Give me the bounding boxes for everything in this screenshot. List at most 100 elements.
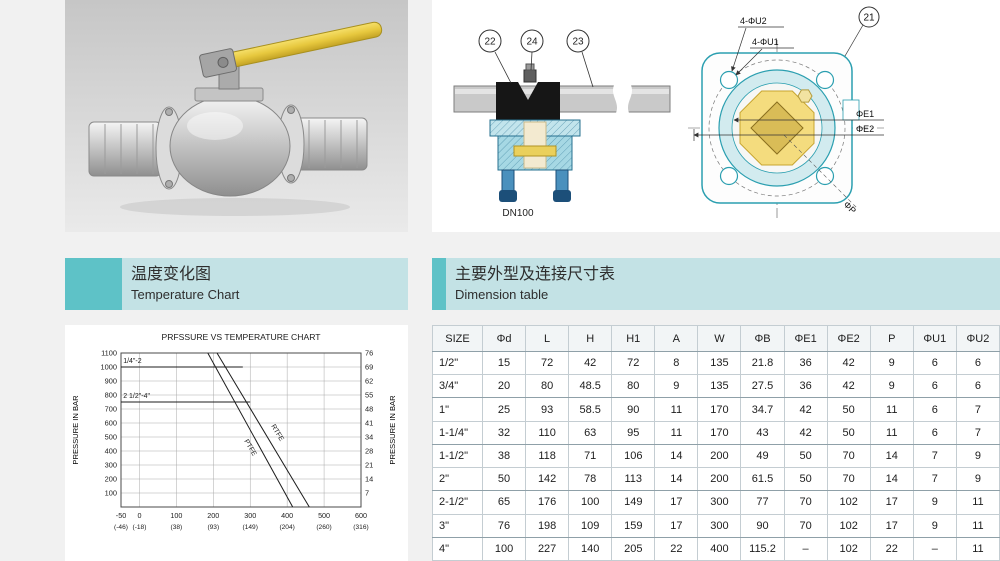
- value-cell: 90: [740, 513, 785, 538]
- value-cell: 49: [740, 443, 785, 469]
- column-header: SIZE: [432, 325, 483, 352]
- value-cell: 76: [481, 513, 527, 538]
- size-cell: 2-1/2": [432, 490, 483, 515]
- value-cell: 109: [568, 513, 613, 538]
- value-cell: 61.5: [740, 467, 785, 492]
- value-cell: 50: [481, 467, 527, 492]
- column-header: ΦE1: [783, 325, 828, 352]
- chart-series: [207, 352, 294, 508]
- product-photo: [65, 0, 408, 232]
- y-tick-left: 1000: [101, 363, 117, 372]
- column-header: ΦE2: [826, 325, 871, 352]
- valve-left-port: [88, 121, 162, 177]
- value-cell: 135: [697, 350, 742, 376]
- value-cell: 6: [912, 350, 957, 376]
- y-tick-left: 1100: [101, 349, 117, 358]
- value-cell: 9: [912, 513, 957, 538]
- size-cell: 3/4": [432, 374, 483, 399]
- value-cell: 42: [826, 374, 871, 399]
- value-cell: 11: [955, 536, 1000, 561]
- dimension-title-en: Dimension table: [455, 286, 549, 302]
- x-tick-celsius: (-18): [133, 524, 147, 531]
- value-cell: 100: [568, 490, 613, 515]
- value-cell: 50: [826, 397, 871, 422]
- y-tick-left: 500: [105, 433, 117, 442]
- x-tick-fahrenheit: 0: [137, 511, 141, 520]
- callout-21-label: 21: [863, 13, 875, 24]
- value-cell: 11: [955, 513, 1000, 538]
- section-callouts: [478, 29, 594, 88]
- value-cell: 11: [869, 420, 914, 445]
- value-cell: 14: [869, 443, 914, 469]
- value-cell: 170: [697, 397, 742, 422]
- header-accent-bar: [65, 258, 122, 310]
- y-tick-right: 21: [365, 461, 373, 470]
- y-tick-right: 69: [365, 363, 373, 372]
- size-cell: 3": [432, 513, 483, 538]
- x-tick-celsius: (316): [353, 524, 368, 531]
- flange-section: [489, 119, 581, 202]
- temperature-section-header: 温度变化图 Temperature Chart: [65, 258, 408, 310]
- value-cell: 118: [525, 443, 570, 469]
- y-tick-right: 76: [365, 349, 373, 358]
- size-cell: 1/2": [432, 350, 483, 376]
- value-cell: 42: [826, 350, 871, 376]
- value-cell: 9: [654, 374, 699, 399]
- value-cell: 115.2: [740, 536, 785, 561]
- x-tick-celsius: (-46): [114, 524, 128, 531]
- flange-top-view: [688, 40, 884, 218]
- value-cell: 50: [783, 467, 828, 492]
- value-cell: 9: [955, 443, 1000, 469]
- value-cell: 42: [783, 397, 828, 422]
- temperature-title-zh: 温度变化图: [131, 266, 212, 283]
- chart-grid: [120, 352, 362, 507]
- y-tick-right: 41: [365, 419, 373, 428]
- stem-top: [525, 63, 535, 71]
- value-cell: 176: [525, 490, 570, 515]
- value-cell: 300: [697, 490, 742, 515]
- value-cell: 43: [740, 420, 785, 445]
- value-cell: 170: [697, 420, 742, 445]
- pressure-temperature-chart: PRFSSURE VS TEMPERATURE CHART-50(-46)0(-…: [71, 332, 397, 531]
- value-cell: 63: [568, 420, 613, 445]
- value-cell: 9: [869, 374, 914, 399]
- diagonal-reference-line: [783, 134, 858, 209]
- series-label: RTFE: [269, 423, 285, 442]
- value-cell: 149: [611, 490, 656, 515]
- x-tick-celsius: (204): [279, 524, 294, 531]
- temperature-chart-panel: PRFSSURE VS TEMPERATURE CHART-50(-46)0(-…: [65, 325, 408, 561]
- value-cell: 17: [869, 490, 914, 515]
- size-cell: 1-1/4": [432, 420, 483, 445]
- value-cell: 6: [912, 420, 957, 445]
- value-cell: 50: [826, 420, 871, 445]
- value-cell: 80: [525, 374, 570, 399]
- value-cell: 21.8: [740, 350, 785, 376]
- y-tick-left: 100: [105, 489, 117, 498]
- value-cell: 48.5: [568, 374, 613, 399]
- y-tick-left: 900: [105, 377, 117, 386]
- size-cell: 1": [432, 397, 483, 422]
- bolt-hole: [719, 166, 739, 186]
- value-cell: 93: [525, 397, 570, 422]
- value-cell: 36: [783, 350, 828, 376]
- x-tick-fahrenheit: 600: [355, 511, 367, 520]
- value-cell: 80: [611, 374, 656, 399]
- value-cell: 42: [783, 420, 828, 445]
- x-tick-fahrenheit: 500: [318, 511, 330, 520]
- value-cell: 77: [740, 490, 785, 515]
- value-cell: 70: [783, 513, 828, 538]
- value-cell: 100: [481, 536, 527, 561]
- value-cell: 42: [568, 350, 613, 376]
- x-tick-fahrenheit: 100: [170, 511, 182, 520]
- y-tick-left: 300: [105, 461, 117, 470]
- value-cell: 78: [568, 467, 613, 492]
- callout-22-label: 22: [484, 37, 496, 48]
- column-header: ΦB: [740, 325, 785, 352]
- value-cell: 11: [654, 397, 699, 422]
- value-cell: 38: [481, 443, 527, 469]
- valve-body: [169, 95, 291, 197]
